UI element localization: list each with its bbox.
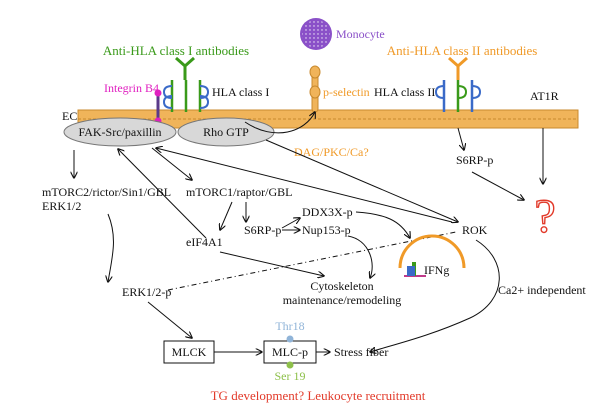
integrin-b4-receptor: [154, 89, 162, 125]
nup153-label: Nup153-p: [302, 223, 351, 237]
ddx3x-label: DDX3X-p: [302, 205, 353, 219]
rho-gtp-label: Rho GTP: [203, 125, 249, 139]
monocyte: Monocyte: [300, 18, 385, 50]
eif4a1-label: eIF4A1: [186, 235, 223, 249]
rok-label: ROK: [462, 223, 488, 237]
hla-class-i-label: HLA class I: [212, 85, 269, 99]
arrow-rok-to-mlcp: [370, 239, 500, 352]
p-selectin-receptor: [309, 65, 321, 113]
arrow-ddx-to-rok: [355, 211, 410, 238]
ifng-label: IFNg: [424, 263, 449, 277]
s6rp-mid-label: S6RP-p: [244, 223, 281, 237]
hla-class-ii-label: HLA class II: [374, 85, 435, 99]
erk12-p-label: ERK1/2-p: [122, 285, 171, 299]
question-mark: ?: [534, 190, 555, 243]
mtorc2-label: mTORC2/rictor/Sin1/GBL: [42, 185, 171, 199]
thr18-site: [286, 335, 294, 343]
arrow-eif-to-cyto: [219, 251, 324, 276]
arrow-fak-to-mtorc1: [151, 147, 192, 180]
integrin-b4-label: Integrin B4: [104, 81, 159, 95]
mlc-p-label: MLC-p: [272, 345, 308, 359]
fak-src-paxillin-label: FAK-Src/paxillin: [78, 125, 161, 139]
s6rp-right-label: S6RP-p: [456, 153, 493, 167]
ifng-receptor: [398, 234, 466, 277]
hla-class-i-receptors: [162, 80, 210, 112]
dashed-erk-to-rok: [167, 231, 457, 291]
anti-hla-class-ii-antibody: [448, 56, 468, 80]
monocyte-label: Monocyte: [336, 27, 385, 41]
arrow-nup-to-cyto: [347, 235, 372, 278]
mlck-label: MLCK: [172, 345, 207, 359]
anti-hla-class-i-antibody: [175, 56, 195, 80]
ca2-independent-label: Ca2+ independent: [498, 283, 586, 297]
arrow-erk-to-mlck: [147, 301, 192, 338]
arrow-eif-to-fak: [118, 149, 207, 239]
arrow-rho-to-rok: [265, 139, 458, 222]
hla-class-ii-receptors: [434, 80, 482, 112]
arrow-rok-to-fak: [156, 148, 453, 223]
dag-pkc-ca-label: DAG/PKC/Ca?: [294, 145, 369, 159]
at1r-label: AT1R: [530, 89, 559, 103]
stress-fiber-label: Stress fiber: [334, 345, 388, 359]
cytoskeleton-label: Cytoskeleton: [310, 279, 373, 293]
arrow-mtorc2-to-erk: [108, 213, 114, 282]
fak-src-paxillin-node: [63, 117, 177, 147]
ec-label: EC: [62, 109, 77, 123]
arrow-s6rp-to-ddx: [281, 218, 300, 229]
erk12-label: ERK1/2: [42, 199, 81, 213]
thr18-label: Thr18: [275, 319, 304, 333]
arrow-mtorc1-to-eif: [220, 201, 233, 230]
tg-development-label: TG development? Leukocyte recruitment: [211, 388, 426, 403]
arrow-hla2-to-s6rp: [457, 127, 464, 150]
ser19-label: Ser 19: [275, 369, 306, 383]
ser19-site: [286, 361, 294, 369]
p-selectin-label: p-selectin: [323, 85, 370, 99]
cytoskeleton-label-2: maintenance/remodeling: [283, 293, 402, 307]
anti-hla-class-i-label: Anti-HLA class I antibodies: [103, 43, 249, 58]
arrow-to-p-selectin: [244, 112, 315, 134]
mtorc1-label: mTORC1/raptor/GBL: [186, 185, 292, 199]
arrow-s6rp-to-question: [471, 171, 524, 200]
anti-hla-class-ii-label: Anti-HLA class II antibodies: [387, 43, 538, 58]
